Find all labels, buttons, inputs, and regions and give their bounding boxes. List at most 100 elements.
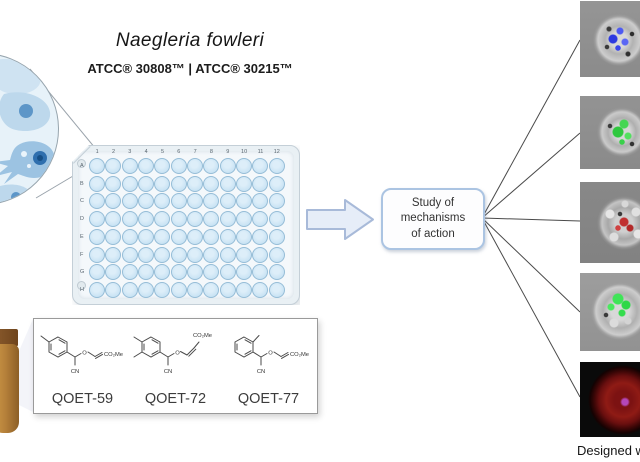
well [154,175,171,192]
cn-label: CN [256,369,264,375]
cn-label: CN [163,369,171,375]
well [236,282,253,299]
well [154,264,171,281]
well [187,193,204,210]
well [170,228,187,245]
well [105,264,122,281]
light-beam [19,319,33,412]
well [203,282,220,299]
compound-label: QOET-77 [237,391,300,407]
well [170,264,187,281]
reagent-bottle-cap [0,329,18,346]
well [187,246,204,263]
well [252,282,269,299]
plate-column-label: 10 [241,149,248,155]
well [219,193,236,210]
well [187,282,204,299]
amoeba-drawing [0,59,55,204]
micrograph-blue-stain [580,1,640,77]
compound-panel: CN O CO₂Me QOET-59 CN [33,318,318,414]
well [105,157,122,174]
well [154,228,171,245]
plate-column-label: 6 [177,149,181,155]
well [236,157,253,174]
well [236,211,253,228]
plate-column-label: 8 [209,149,213,155]
amoeba-nucleus [19,104,33,118]
study-box-line: of action [411,227,455,240]
plate-row-label: F [80,251,84,258]
well [252,193,269,210]
well [138,264,155,281]
well [187,175,204,192]
well [187,157,204,174]
strain-subtitle: ATCC® 30808™ | ATCC® 30215™ [87,61,293,76]
micrograph-red-fluorescence-dark [580,362,640,437]
well [121,175,138,192]
plate-column-label: 3 [128,149,132,155]
wells-grid [89,157,285,299]
well [89,228,106,245]
well [105,246,122,263]
well [105,175,122,192]
well [203,175,220,192]
oxygen-label: O [82,351,87,357]
well [219,264,236,281]
well [89,282,106,299]
well [170,211,187,228]
well [252,175,269,192]
plate-row-label: C [80,198,84,205]
well [219,228,236,245]
chemical-structure-qoet-72: CN O CO₂Me [133,333,212,375]
well [203,246,220,263]
compound-label: QOET-59 [51,391,114,407]
well [236,264,253,281]
well [121,282,138,299]
plate-row-label: E [80,233,84,240]
well [268,193,285,210]
well [138,228,155,245]
amoeba-blob [0,59,41,95]
reagent-bottle [0,344,19,433]
well [236,246,253,263]
plate-column-label: 11 [257,149,264,155]
well [268,228,285,245]
well [121,228,138,245]
well [170,175,187,192]
well [89,211,106,228]
plate-column-label: 1 [95,149,99,155]
cn-label: CN [70,369,78,375]
well [154,193,171,210]
well [252,246,269,263]
well [138,193,155,210]
well [268,157,285,174]
micrograph-green-stain [580,96,640,169]
amoeba-trophozoite [0,141,55,184]
oxygen-label: O [175,351,180,357]
well [203,193,220,210]
well [170,193,187,210]
amoeba-nucleus [11,192,21,202]
plate-column-label: 2 [111,149,116,155]
well [252,157,269,174]
well [154,246,171,263]
well [252,211,269,228]
well [170,282,187,299]
plate-column-label: 5 [160,149,164,155]
well [203,228,220,245]
well [219,282,236,299]
compound-qoet-77: CN O CO₂Me QOET-77 [222,323,315,409]
chemical-structure-qoet-59: CN O CO₂Me [40,335,123,375]
well [89,157,106,174]
well [187,228,204,245]
well [268,211,285,228]
well [89,193,106,210]
well [138,157,155,174]
well [89,175,106,192]
well [154,211,171,228]
well [121,246,138,263]
compound-qoet-59: CN O CO₂Me QOET-59 [36,323,129,409]
